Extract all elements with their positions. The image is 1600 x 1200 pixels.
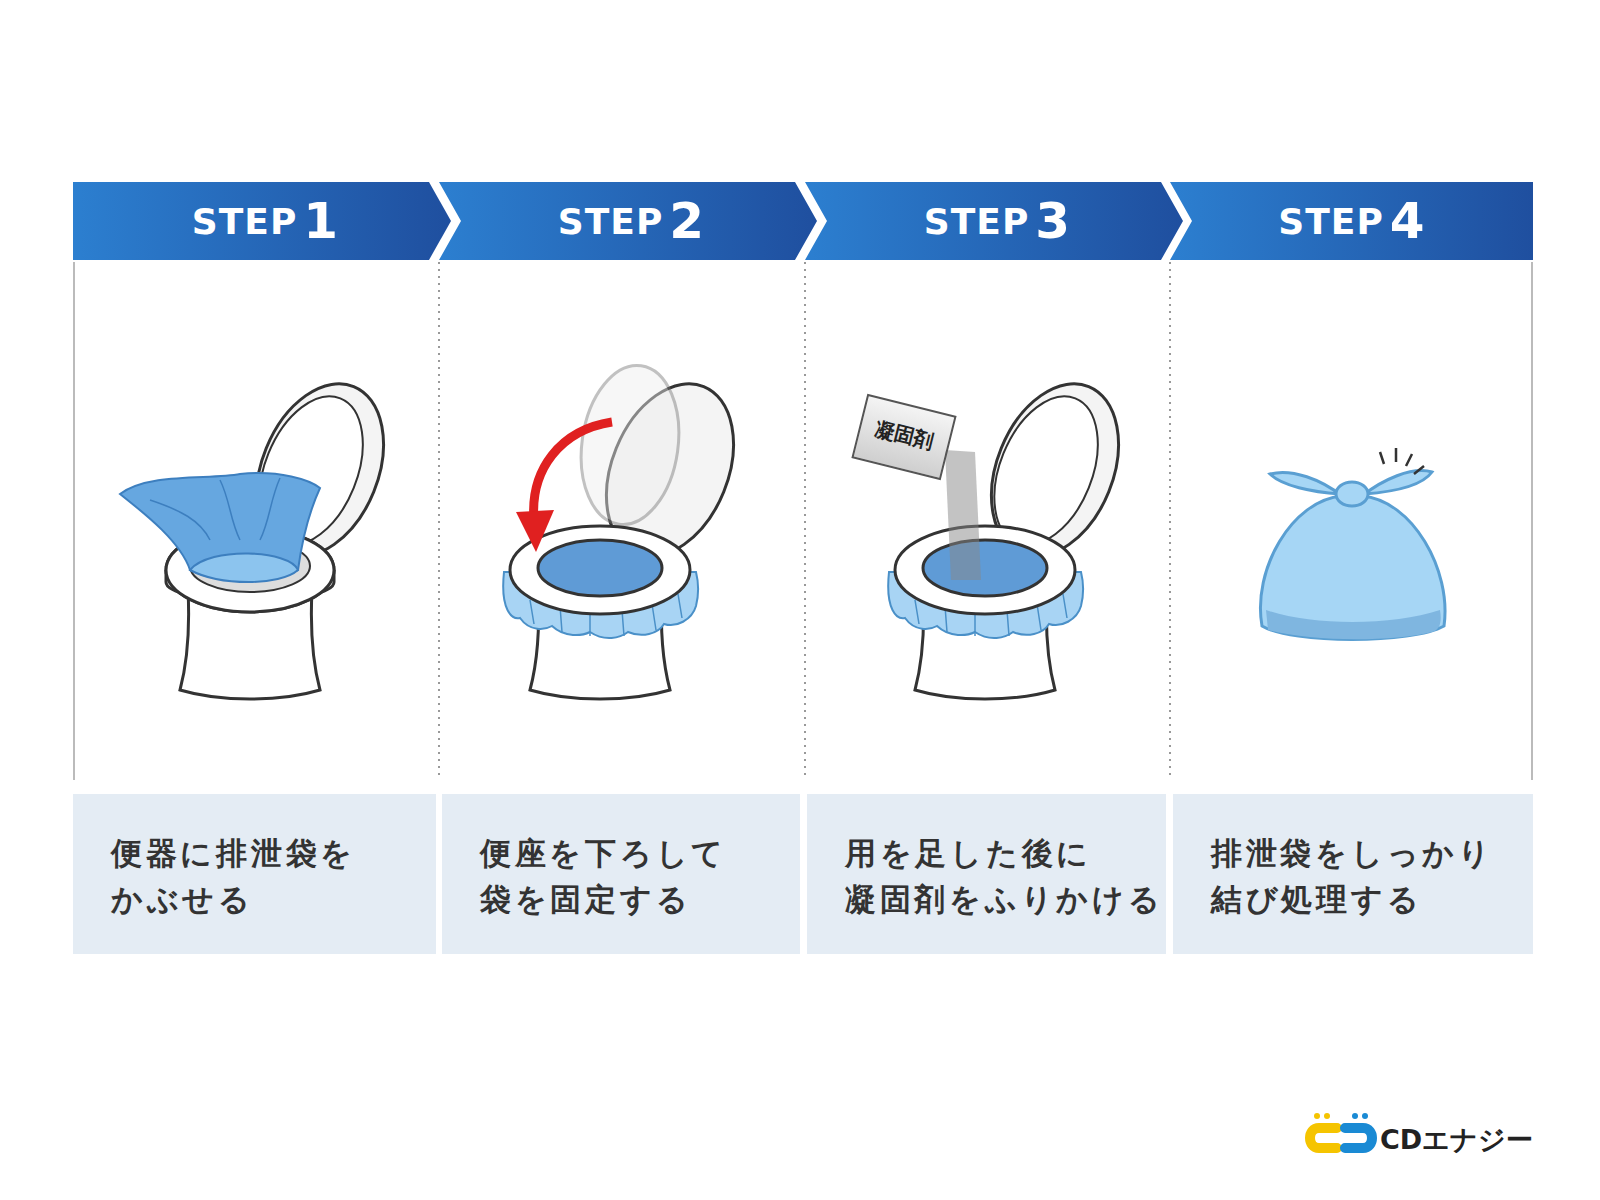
caption-box: 用を足した後に 凝固剤をふりかける <box>807 794 1166 954</box>
caption-box: 便器に排泄袋を かぶせる <box>73 794 436 954</box>
caption-text: 便座を下ろして 袋を固定する <box>480 830 780 922</box>
step-number: 4 <box>1390 192 1425 250</box>
toilet-step2 <box>503 359 757 699</box>
step-band: STEP2 <box>439 182 823 260</box>
step-word: STEP <box>924 201 1029 242</box>
step-band: STEP1 <box>73 182 457 260</box>
logo-text: CDエナジー <box>1380 1122 1533 1158</box>
logo-icon <box>1310 1113 1372 1148</box>
toilet-step1 <box>120 365 407 699</box>
step-number: 2 <box>669 192 704 250</box>
caption-text: 便器に排泄袋を かぶせる <box>111 830 416 922</box>
packet-label: 凝固剤 <box>851 394 956 480</box>
step-number: 1 <box>303 192 338 250</box>
step-band: STEP4 <box>1170 182 1533 260</box>
step-word: STEP <box>1278 201 1383 242</box>
caption-box: 排泄袋をしっかり 結び処理する <box>1173 794 1533 954</box>
tied-bag <box>1260 448 1445 640</box>
caption-box: 便座を下ろして 袋を固定する <box>442 794 800 954</box>
step-word: STEP <box>192 201 297 242</box>
step-number: 3 <box>1035 192 1070 250</box>
caption-text: 排泄袋をしっかり 結び処理する <box>1211 830 1513 922</box>
step-word: STEP <box>558 201 663 242</box>
caption-text: 用を足した後に 凝固剤をふりかける <box>845 830 1146 922</box>
step-band: STEP3 <box>805 182 1189 260</box>
